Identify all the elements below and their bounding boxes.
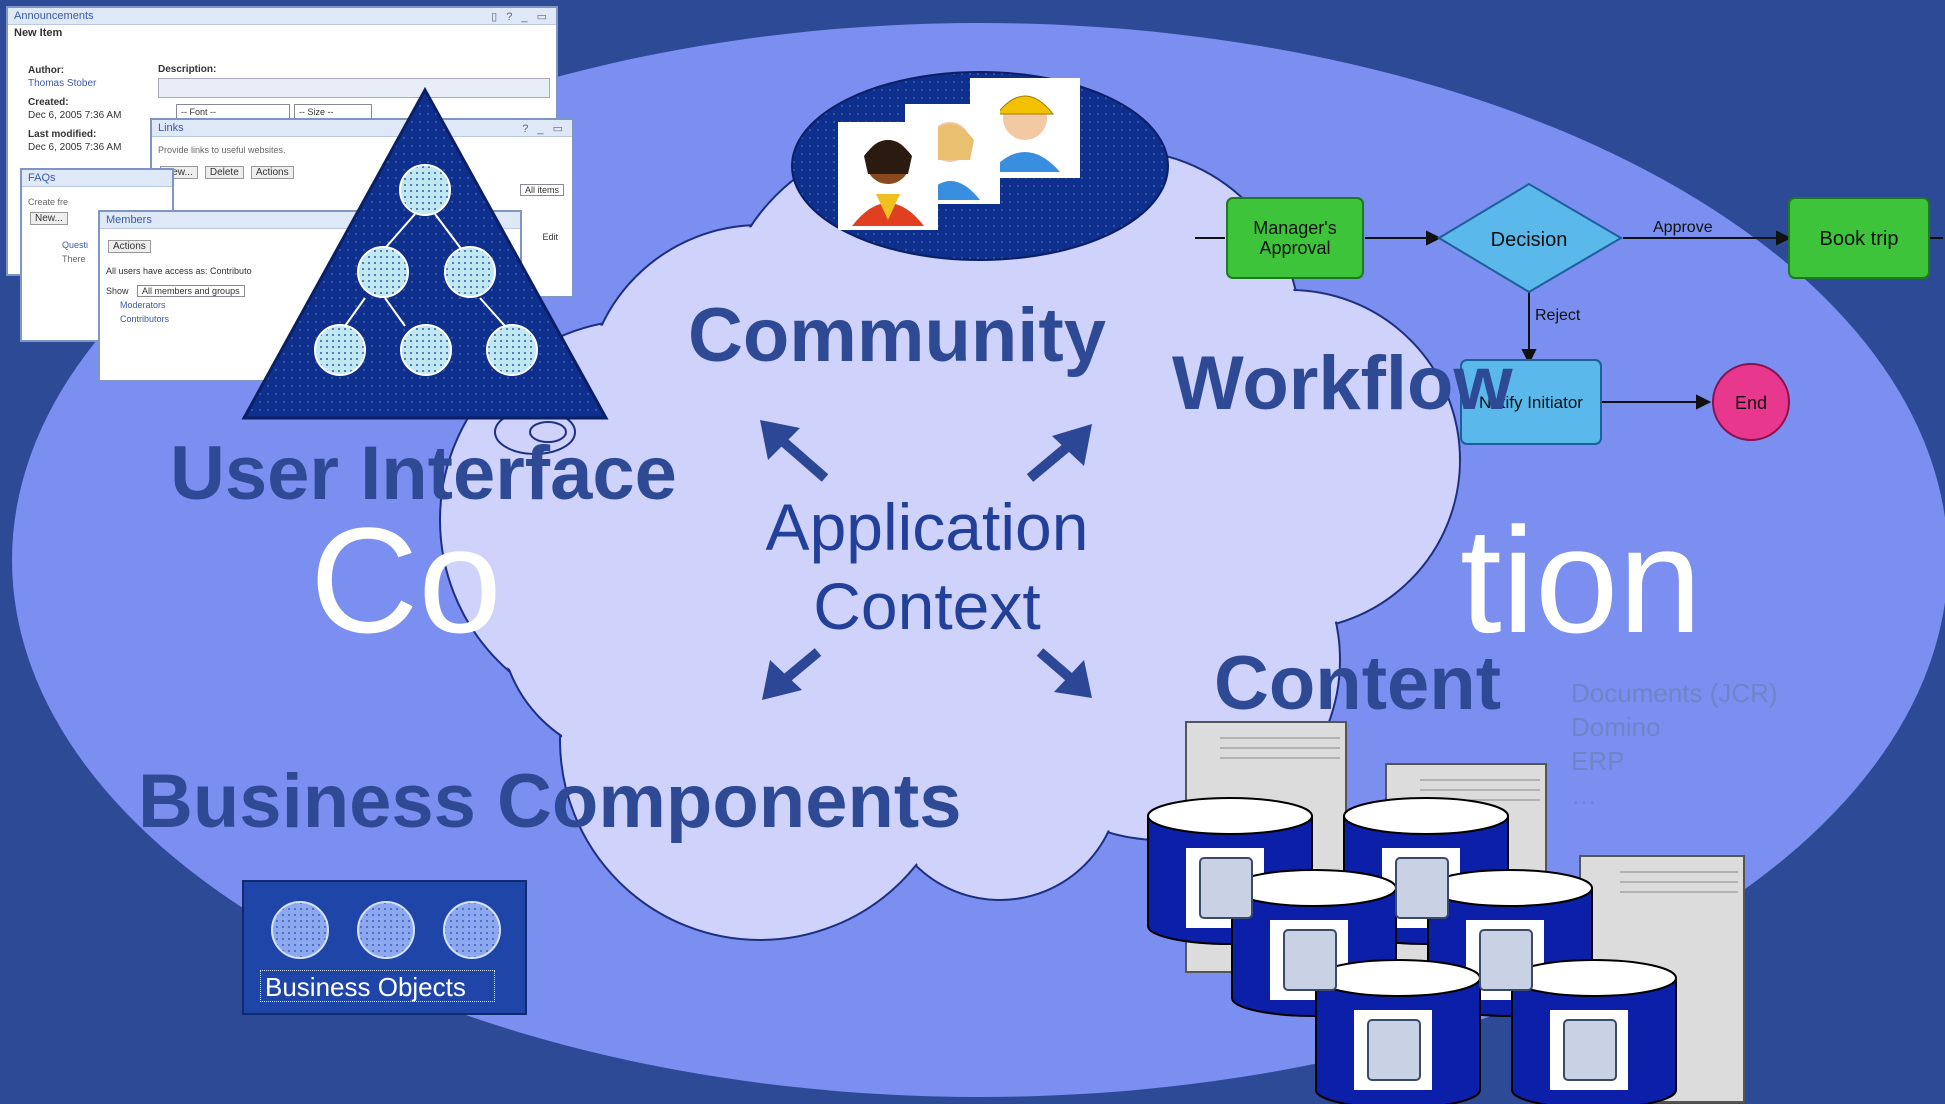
window-subtitle: New Item xyxy=(14,27,63,39)
book-trip-node: Book trip xyxy=(1788,197,1930,279)
delete-button[interactable]: Delete xyxy=(204,166,244,179)
business-object-icon xyxy=(357,901,415,959)
business-object-circles xyxy=(271,901,501,959)
window-title: FAQs xyxy=(28,172,56,184)
faq-question-link[interactable]: Questi xyxy=(62,240,89,250)
application-context-line2: Context xyxy=(813,569,1041,644)
arrow-down-left-icon xyxy=(762,648,822,700)
arrow-down-right-icon xyxy=(1036,648,1092,698)
business-objects-box: Business Objects xyxy=(242,880,527,1015)
modified-value: Dec 6, 2005 7:36 AM xyxy=(28,142,122,153)
data-source-item: Domino xyxy=(1571,712,1661,742)
content-label: Content xyxy=(1214,641,1502,726)
background-word-right: tion xyxy=(1460,496,1702,664)
created-value: Dec 6, 2005 7:36 AM xyxy=(28,110,122,121)
community-label: Community xyxy=(688,293,1106,378)
background-word-left: Co xyxy=(310,496,502,664)
modified-label: Last modified: xyxy=(28,129,97,140)
business-object-icon xyxy=(271,901,329,959)
data-source-item: Documents (JCR) xyxy=(1571,678,1778,708)
created-label: Created: xyxy=(28,97,69,108)
moderators-item[interactable]: Moderators xyxy=(120,300,166,310)
tree-node xyxy=(400,324,452,376)
members-actions-button[interactable]: Actions xyxy=(108,240,151,253)
tree-node xyxy=(444,246,496,298)
application-context-line1: Application xyxy=(765,490,1089,564)
document-icon xyxy=(1563,1019,1617,1081)
show-label: Show xyxy=(106,286,129,296)
faq-there-text: There xyxy=(62,254,86,264)
members-access-text: All users have access as: Contributo xyxy=(106,266,252,276)
business-object-icon xyxy=(443,901,501,959)
data-source-list: Documents (JCR) Domino ERP … xyxy=(1571,676,1778,812)
description-label: Description: xyxy=(158,64,217,75)
faqs-create-text: Create fre xyxy=(28,197,69,207)
managers-approval-node: Manager's Approval xyxy=(1226,197,1364,279)
author-label: Author: xyxy=(28,65,65,76)
window-title: Announcements xyxy=(14,10,94,22)
cloud-puffs xyxy=(494,409,576,455)
notify-initiator-label: Notify Initiator xyxy=(1479,393,1583,412)
reject-label: Reject xyxy=(1535,307,1581,324)
author-value: Thomas Stober xyxy=(28,78,97,89)
decision-label: Decision xyxy=(1491,229,1568,251)
decision-node: Decision xyxy=(1437,182,1623,294)
managers-approval-line2: Approval xyxy=(1259,238,1330,258)
approve-label: Approve xyxy=(1653,219,1713,236)
document-icon xyxy=(1367,1019,1421,1081)
business-objects-label: Business Objects xyxy=(260,970,495,1002)
view-select[interactable]: All items xyxy=(519,184,564,196)
links-description: Provide links to useful websites. xyxy=(158,145,286,155)
members-filter-select[interactable]: All members and groups xyxy=(137,285,245,297)
tree-node xyxy=(357,246,409,298)
arrow-up-left-icon xyxy=(760,420,829,482)
community-people xyxy=(791,71,1169,261)
workflow-label: Workflow xyxy=(1172,341,1513,426)
notify-initiator-node: Notify Initiator xyxy=(1460,359,1602,445)
tree-node xyxy=(314,324,366,376)
faq-new-button[interactable]: New... xyxy=(30,212,68,225)
tree-node xyxy=(486,324,538,376)
document-icon xyxy=(1395,857,1449,919)
end-node: End xyxy=(1712,363,1790,441)
data-source-item: ERP xyxy=(1571,746,1625,776)
workflow-diagram: Manager's Approval Decision Approve Book… xyxy=(1195,182,1943,445)
actions-button[interactable]: Actions xyxy=(250,166,294,179)
managers-approval-line1: Manager's xyxy=(1253,218,1336,238)
ui-tree-triangle xyxy=(241,86,609,420)
document-icon xyxy=(1283,929,1337,991)
context-arrows xyxy=(760,420,1092,700)
book-trip-label: Book trip xyxy=(1820,228,1899,250)
window-title: Members xyxy=(106,214,152,226)
editor-toolbar[interactable] xyxy=(158,78,550,98)
window-controls-icon: ? _ ▭ xyxy=(522,123,566,135)
user-interface-label: User Interface xyxy=(170,431,677,516)
content-repositories xyxy=(1147,721,1745,1104)
edit-link[interactable]: Edit xyxy=(542,232,558,242)
contributors-item[interactable]: Contributors xyxy=(120,314,170,324)
document-icon xyxy=(1199,857,1253,919)
document-icon xyxy=(1479,929,1533,991)
end-label: End xyxy=(1735,393,1767,413)
business-components-label: Business Components xyxy=(138,759,962,844)
window-controls-icon: ▯ ? _ ▭ xyxy=(491,11,550,23)
tree-node xyxy=(399,164,451,216)
application-context-label: Application Context xyxy=(742,488,1112,646)
data-source-item: … xyxy=(1571,780,1597,810)
window-title: Links xyxy=(158,122,184,134)
arrow-up-right-icon xyxy=(1026,424,1092,482)
